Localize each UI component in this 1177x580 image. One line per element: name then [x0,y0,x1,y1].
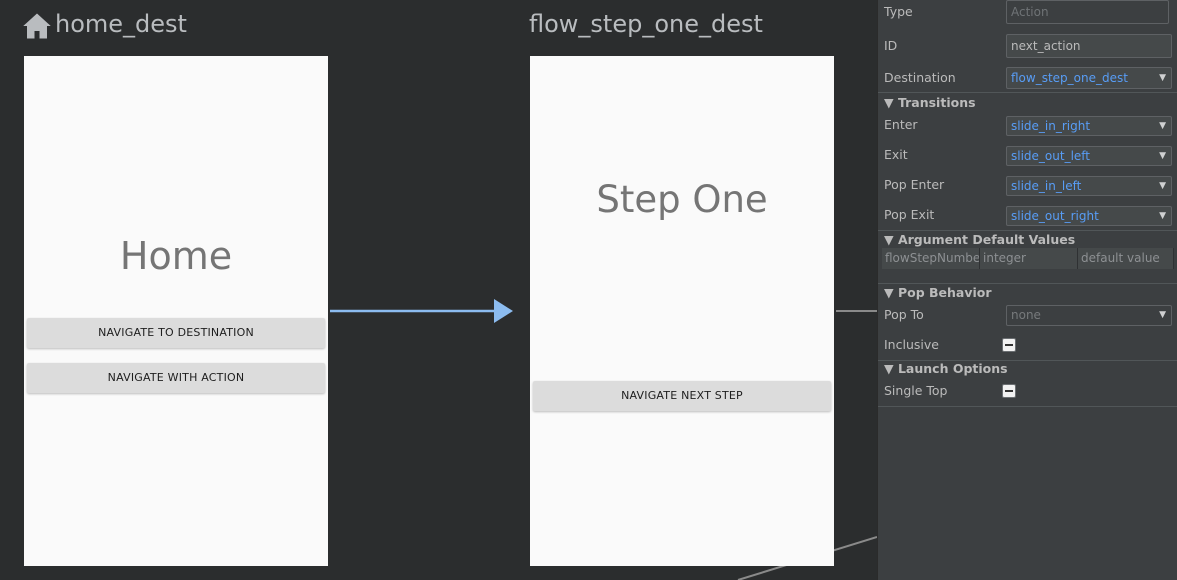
argument-name-cell: flowStepNumbe [882,248,980,269]
pop-to-value: none [1011,308,1041,322]
chevron-down-icon: ▼ [1159,121,1166,131]
argument-default-value-input[interactable]: default value [1078,248,1174,269]
argument-type-cell: integer [980,248,1078,269]
single-top-checkbox[interactable] [1002,384,1016,398]
home-icon [23,13,51,39]
exit-value: slide_out_left [1011,149,1091,163]
home-destination-preview[interactable]: Home NAVIGATE TO DESTINATION NAVIGATE WI… [24,56,328,566]
transitions-section-header[interactable]: ▼ Transitions [884,95,976,110]
navigate-next-step-button[interactable]: NAVIGATE NEXT STEP [533,381,831,411]
action-arrow-head[interactable] [494,299,513,323]
divider [878,92,1177,93]
divider [878,406,1177,407]
step-one-heading: Step One [596,178,768,221]
enter-select[interactable]: slide_in_right ▼ [1006,116,1172,136]
enter-label: Enter [884,117,918,132]
destination-title-step-one[interactable]: flow_step_one_dest [529,10,763,38]
id-label: ID [884,38,898,53]
home-heading: Home [119,234,233,278]
argument-defaults-section-header[interactable]: ▼ Argument Default Values [884,232,1076,247]
chevron-down-icon: ▼ [1159,181,1166,191]
chevron-down-icon: ▼ [1159,73,1166,83]
pop-enter-select[interactable]: slide_in_left ▼ [1006,176,1172,196]
pop-to-select[interactable]: none ▼ [1006,305,1172,326]
pop-exit-label: Pop Exit [884,207,935,222]
pop-enter-label: Pop Enter [884,177,945,192]
exit-label: Exit [884,147,908,162]
pop-enter-value: slide_in_left [1011,179,1082,193]
inclusive-label: Inclusive [884,337,939,352]
launch-options-section-header[interactable]: ▼ Launch Options [884,361,1008,376]
destination-value: flow_step_one_dest [1011,71,1128,85]
pop-exit-value: slide_out_right [1011,209,1099,223]
divider [878,283,1177,284]
destination-select[interactable]: flow_step_one_dest ▼ [1006,67,1172,89]
chevron-down-icon: ▼ [1159,151,1166,161]
navigate-with-action-button[interactable]: NAVIGATE WITH ACTION [27,363,325,393]
divider [878,360,1177,361]
type-field[interactable]: Action [1006,0,1169,24]
destination-title-home[interactable]: home_dest [55,10,187,38]
divider [878,230,1177,231]
pop-exit-select[interactable]: slide_out_right ▼ [1006,206,1172,226]
destination-label: Destination [884,70,956,85]
navigate-to-destination-button[interactable]: NAVIGATE TO DESTINATION [27,318,325,348]
pop-behavior-section-header[interactable]: ▼ Pop Behavior [884,285,992,300]
pop-to-label: Pop To [884,307,924,322]
type-label: Type [884,4,913,19]
chevron-down-icon: ▼ [1159,211,1166,221]
step-one-destination-preview[interactable]: Step One NAVIGATE NEXT STEP [530,56,834,566]
id-input[interactable]: next_action [1006,34,1172,58]
exit-select[interactable]: slide_out_left ▼ [1006,146,1172,166]
chevron-down-icon: ▼ [1159,310,1166,320]
attributes-panel: Type Action ID next_action Destination f… [877,0,1177,580]
inclusive-checkbox[interactable] [1002,338,1016,352]
navigation-graph-canvas[interactable]: home_dest flow_step_one_dest Home NAVIGA… [0,0,877,580]
enter-value: slide_in_right [1011,119,1091,133]
single-top-label: Single Top [884,383,948,398]
